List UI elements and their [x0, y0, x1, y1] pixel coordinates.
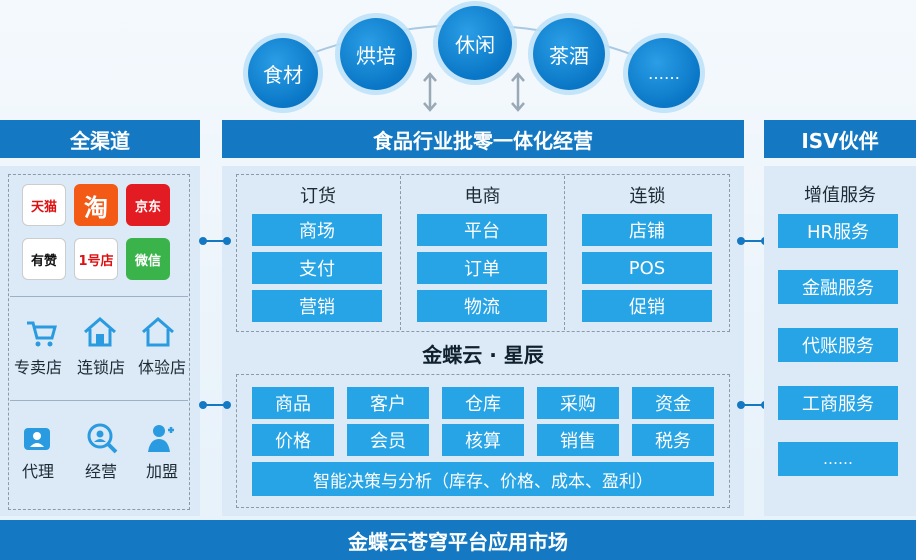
connector-icon	[199, 237, 231, 245]
isv-business-registration-service: 工商服务	[778, 386, 898, 420]
channels-header: 全渠道	[0, 120, 200, 158]
module-customer: 客户	[347, 387, 429, 419]
center-header: 食品行业批零一体化经营	[222, 120, 744, 158]
module-title-ordering: 订货	[300, 186, 336, 207]
agent-icon	[24, 428, 50, 450]
platform-title: 金蝶云 · 星辰	[422, 342, 544, 367]
isv-more: ……	[778, 442, 898, 476]
isv-bookkeeping-service: 代账服务	[778, 328, 898, 362]
franchise-icon	[148, 425, 174, 452]
isv-title: 增值服务	[804, 185, 876, 206]
isv-header: ISV伙伴	[764, 120, 916, 158]
circle-more: ……	[628, 38, 700, 108]
divider	[10, 400, 188, 401]
module-funds: 资金	[632, 387, 714, 419]
business-modules-box	[236, 174, 730, 332]
module-title-chain: 连锁	[629, 186, 666, 207]
connector-icon	[199, 401, 231, 409]
circle-snacks: 休闲	[438, 6, 512, 80]
store-label: 体验店	[137, 358, 186, 377]
ordering-mall-button: 商场	[252, 214, 382, 246]
circle-food: 食材	[248, 38, 318, 108]
youzan-app-icon: 有赞	[22, 238, 66, 280]
isv-hr-service: HR服务	[778, 214, 898, 248]
circle-tea-wine: 茶酒	[533, 18, 605, 90]
module-warehouse: 仓库	[442, 387, 524, 419]
agent-label: 代理	[21, 462, 54, 481]
module-accounting: 核算	[442, 424, 524, 456]
chain-promotion-button: 促销	[582, 290, 712, 322]
ordering-payment-button: 支付	[252, 252, 382, 284]
cart-icon	[27, 321, 57, 347]
channels-box	[8, 174, 190, 510]
module-goods: 商品	[252, 387, 334, 419]
tmall-app-icon: 天猫	[22, 184, 66, 226]
home-outline-icon	[142, 317, 174, 347]
module-tax: 税务	[632, 424, 714, 456]
ecommerce-logistics-button: 物流	[417, 290, 547, 322]
module-member: 会员	[347, 424, 429, 456]
module-sales: 销售	[537, 424, 619, 456]
store-label: 连锁店	[76, 358, 125, 377]
agent-label: 加盟	[145, 462, 178, 481]
footer-bar: 金蝶云苍穹平台应用市场	[0, 520, 916, 560]
module-divider	[400, 176, 401, 330]
double-arrow-icon	[423, 72, 437, 112]
ordering-marketing-button: 营销	[252, 290, 382, 322]
store-label: 专卖店	[13, 358, 62, 377]
double-arrow-icon	[511, 72, 525, 112]
module-price: 价格	[252, 424, 334, 456]
module-title-ecommerce: 电商	[464, 186, 501, 207]
module-divider	[564, 176, 565, 330]
house-icon	[84, 317, 116, 347]
wechat-app-icon: 微信	[126, 238, 170, 280]
ecommerce-platform-button: 平台	[417, 214, 547, 246]
jd-app-icon: 京东	[126, 184, 170, 226]
search-person-icon	[87, 423, 118, 454]
ecommerce-order-button: 订单	[417, 252, 547, 284]
analysis-bar: 智能决策与分析（库存、价格、成本、盈利）	[252, 462, 714, 496]
agent-label: 经营	[84, 462, 117, 481]
module-purchase: 采购	[537, 387, 619, 419]
yhd-app-icon: 1号店	[74, 238, 118, 280]
isv-finance-service: 金融服务	[778, 270, 898, 304]
divider	[10, 296, 188, 297]
taobao-app-icon: 淘	[74, 184, 118, 226]
chain-pos-button: POS	[582, 252, 712, 284]
chain-store-button: 店铺	[582, 214, 712, 246]
platform-modules-box	[236, 374, 730, 508]
circle-bakery: 烘培	[340, 18, 412, 90]
